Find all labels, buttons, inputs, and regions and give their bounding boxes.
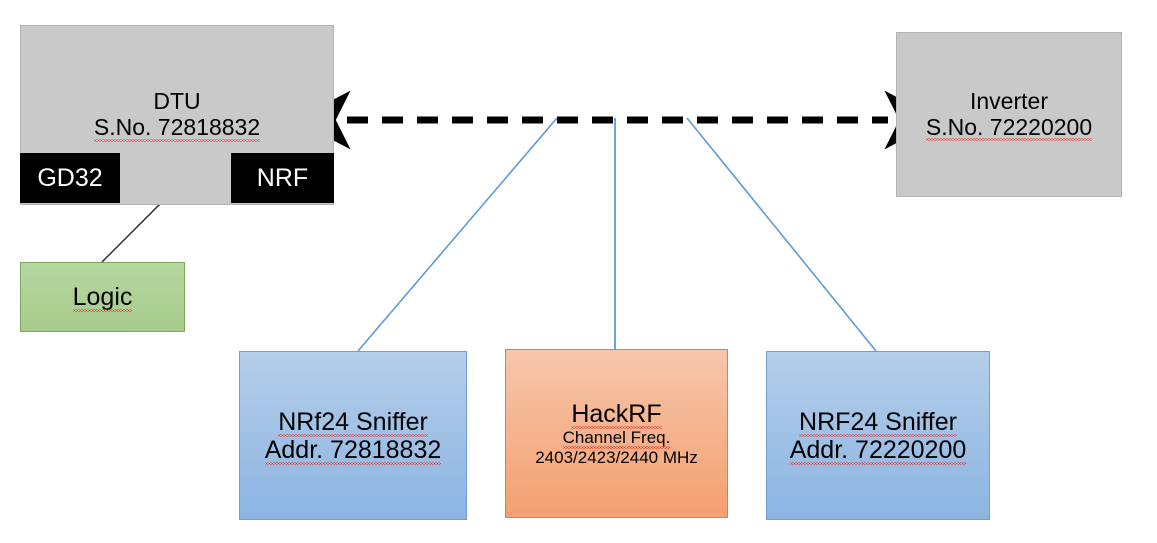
node-sniffer-right[interactable]: NRF24 Sniffer Addr. 72220200 bbox=[766, 351, 990, 520]
dtu-title: DTU bbox=[153, 88, 201, 115]
sniffer-right-line1: NRF24 Sniffer bbox=[799, 407, 957, 437]
inverter-title: Inverter bbox=[970, 87, 1048, 114]
node-nrf[interactable]: NRF bbox=[231, 153, 334, 203]
node-sniffer-left[interactable]: NRf24 Sniffer Addr. 72818832 bbox=[239, 351, 467, 520]
hackrf-line2: Channel Freq. bbox=[562, 428, 671, 449]
hackrf-line2-text: Channel Freq. bbox=[562, 428, 671, 449]
nrf-label: NRF bbox=[256, 164, 309, 192]
node-inverter[interactable]: Inverter S.No. 72220200 bbox=[896, 32, 1122, 197]
logic-label: Logic bbox=[72, 283, 133, 312]
sniffer-left-line2-text: Addr. 72818832 bbox=[264, 435, 442, 465]
sniffer-left-line1-text: NRf24 Sniffer bbox=[278, 407, 428, 437]
sniffer-right-line1-text: NRF24 Sniffer bbox=[799, 407, 957, 437]
node-hackrf[interactable]: HackRF Channel Freq. 2403/2423/2440 MHz bbox=[505, 349, 728, 518]
gd32-label: GD32 bbox=[37, 164, 103, 192]
node-logic[interactable]: Logic bbox=[20, 262, 185, 332]
inverter-serial: S.No. 72220200 bbox=[925, 113, 1093, 141]
dtu-serial: S.No. 72818832 bbox=[93, 114, 261, 142]
hackrf-line1: HackRF bbox=[571, 400, 662, 430]
hackrf-line1-text: HackRF bbox=[571, 400, 662, 430]
sniffer-left-line2: Addr. 72818832 bbox=[264, 435, 442, 465]
connector-sniffer-right-tap bbox=[686, 117, 877, 352]
connector-sniffer-left-tap bbox=[357, 117, 558, 352]
dtu-serial-text: S.No. 72818832 bbox=[93, 114, 261, 142]
sniffer-left-line1: NRf24 Sniffer bbox=[278, 407, 428, 437]
sniffer-right-line2: Addr. 72220200 bbox=[789, 435, 967, 465]
node-gd32[interactable]: GD32 bbox=[20, 153, 120, 203]
inverter-serial-text: S.No. 72220200 bbox=[925, 113, 1093, 141]
hackrf-line3: 2403/2423/2440 MHz bbox=[535, 447, 698, 467]
sniffer-right-line2-text: Addr. 72220200 bbox=[789, 435, 967, 465]
